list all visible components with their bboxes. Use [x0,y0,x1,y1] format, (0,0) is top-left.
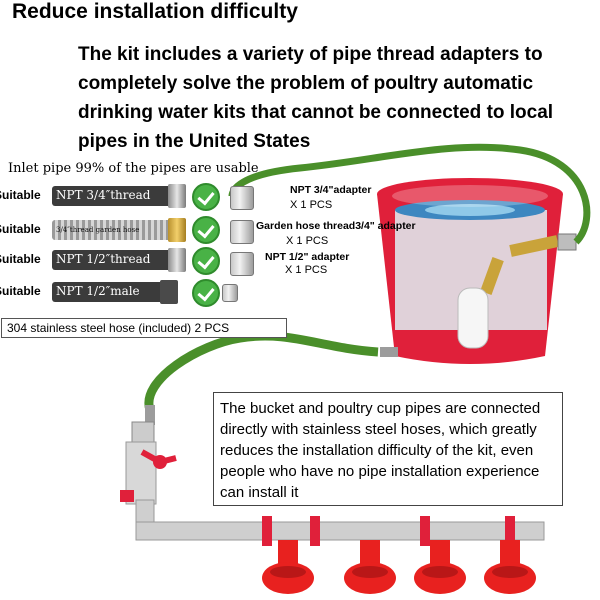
check-icon [192,247,220,275]
pipe-status: Suitable [0,222,41,236]
pipe-row-npt-12: Suitable NPT 1/2″thread [0,248,190,272]
check-icon [192,183,220,211]
pipe-fitting [168,218,186,242]
pipe-status: Suitable [0,284,41,298]
adapter-qty: X 1 PCS [285,264,328,276]
feed-valve [120,421,177,505]
pipe-tube: 3/4″thread garden hose [52,220,182,240]
intro-text: The kit includes a variety of pipe threa… [78,44,554,152]
pipe-status: Suitable [0,188,41,202]
inlet-caption: Inlet pipe 99% of the pipes are usable [8,161,259,176]
float-valve [457,233,577,349]
adapter-qty: X 1 PCS [290,199,333,211]
pipe-label: NPT 1/2″thread [56,252,151,266]
pipe-label: NPT 3/4″thread [56,188,151,202]
pipe-row-npt-12-male: Suitable NPT 1/2″male [0,280,190,304]
pipe-label: 3/4″thread garden hose [56,226,140,234]
adapter-name: NPT 1/2" adapter [265,251,350,263]
adapter-name: Garden hose thread3/4" adapter [256,220,416,232]
pipe-label: NPT 1/2″male [56,284,140,298]
pipe-fitting [168,248,186,272]
adapter-icon [230,220,254,244]
drinking-pipe [135,499,545,541]
description-box: The bucket and poultry cup pipes are con… [213,392,563,506]
pipe-tube: NPT 1/2″male [52,282,170,302]
main-green-hose [144,331,379,412]
adapter-icon [230,186,254,210]
pipe-row-garden-hose: Suitable 3/4″thread garden hose [0,218,190,242]
page-heading: Reduce installation difficulty [12,0,298,23]
check-icon [192,216,220,244]
pipe-clips [262,516,515,546]
adapter-icon [230,252,254,276]
adapter-qty: X 1 PCS [286,235,329,247]
pipe-tube: NPT 1/2″thread [52,250,182,270]
pipe-tube: NPT 3/4″thread [52,186,182,206]
pipe-row-npt-34: Suitable NPT 3/4″thread [0,184,190,208]
adapter-icon [222,284,238,302]
check-icon [192,279,220,307]
pipe-fitting [168,184,186,208]
hose-label: 304 stainless steel hose (included) 2 PC… [1,318,287,338]
top-green-hose [228,143,591,245]
adapter-name: NPT 3/4"adapter [290,184,372,196]
pipe-status: Suitable [0,252,41,266]
pipe-fitting [160,280,178,304]
poultry-cups [262,540,536,594]
